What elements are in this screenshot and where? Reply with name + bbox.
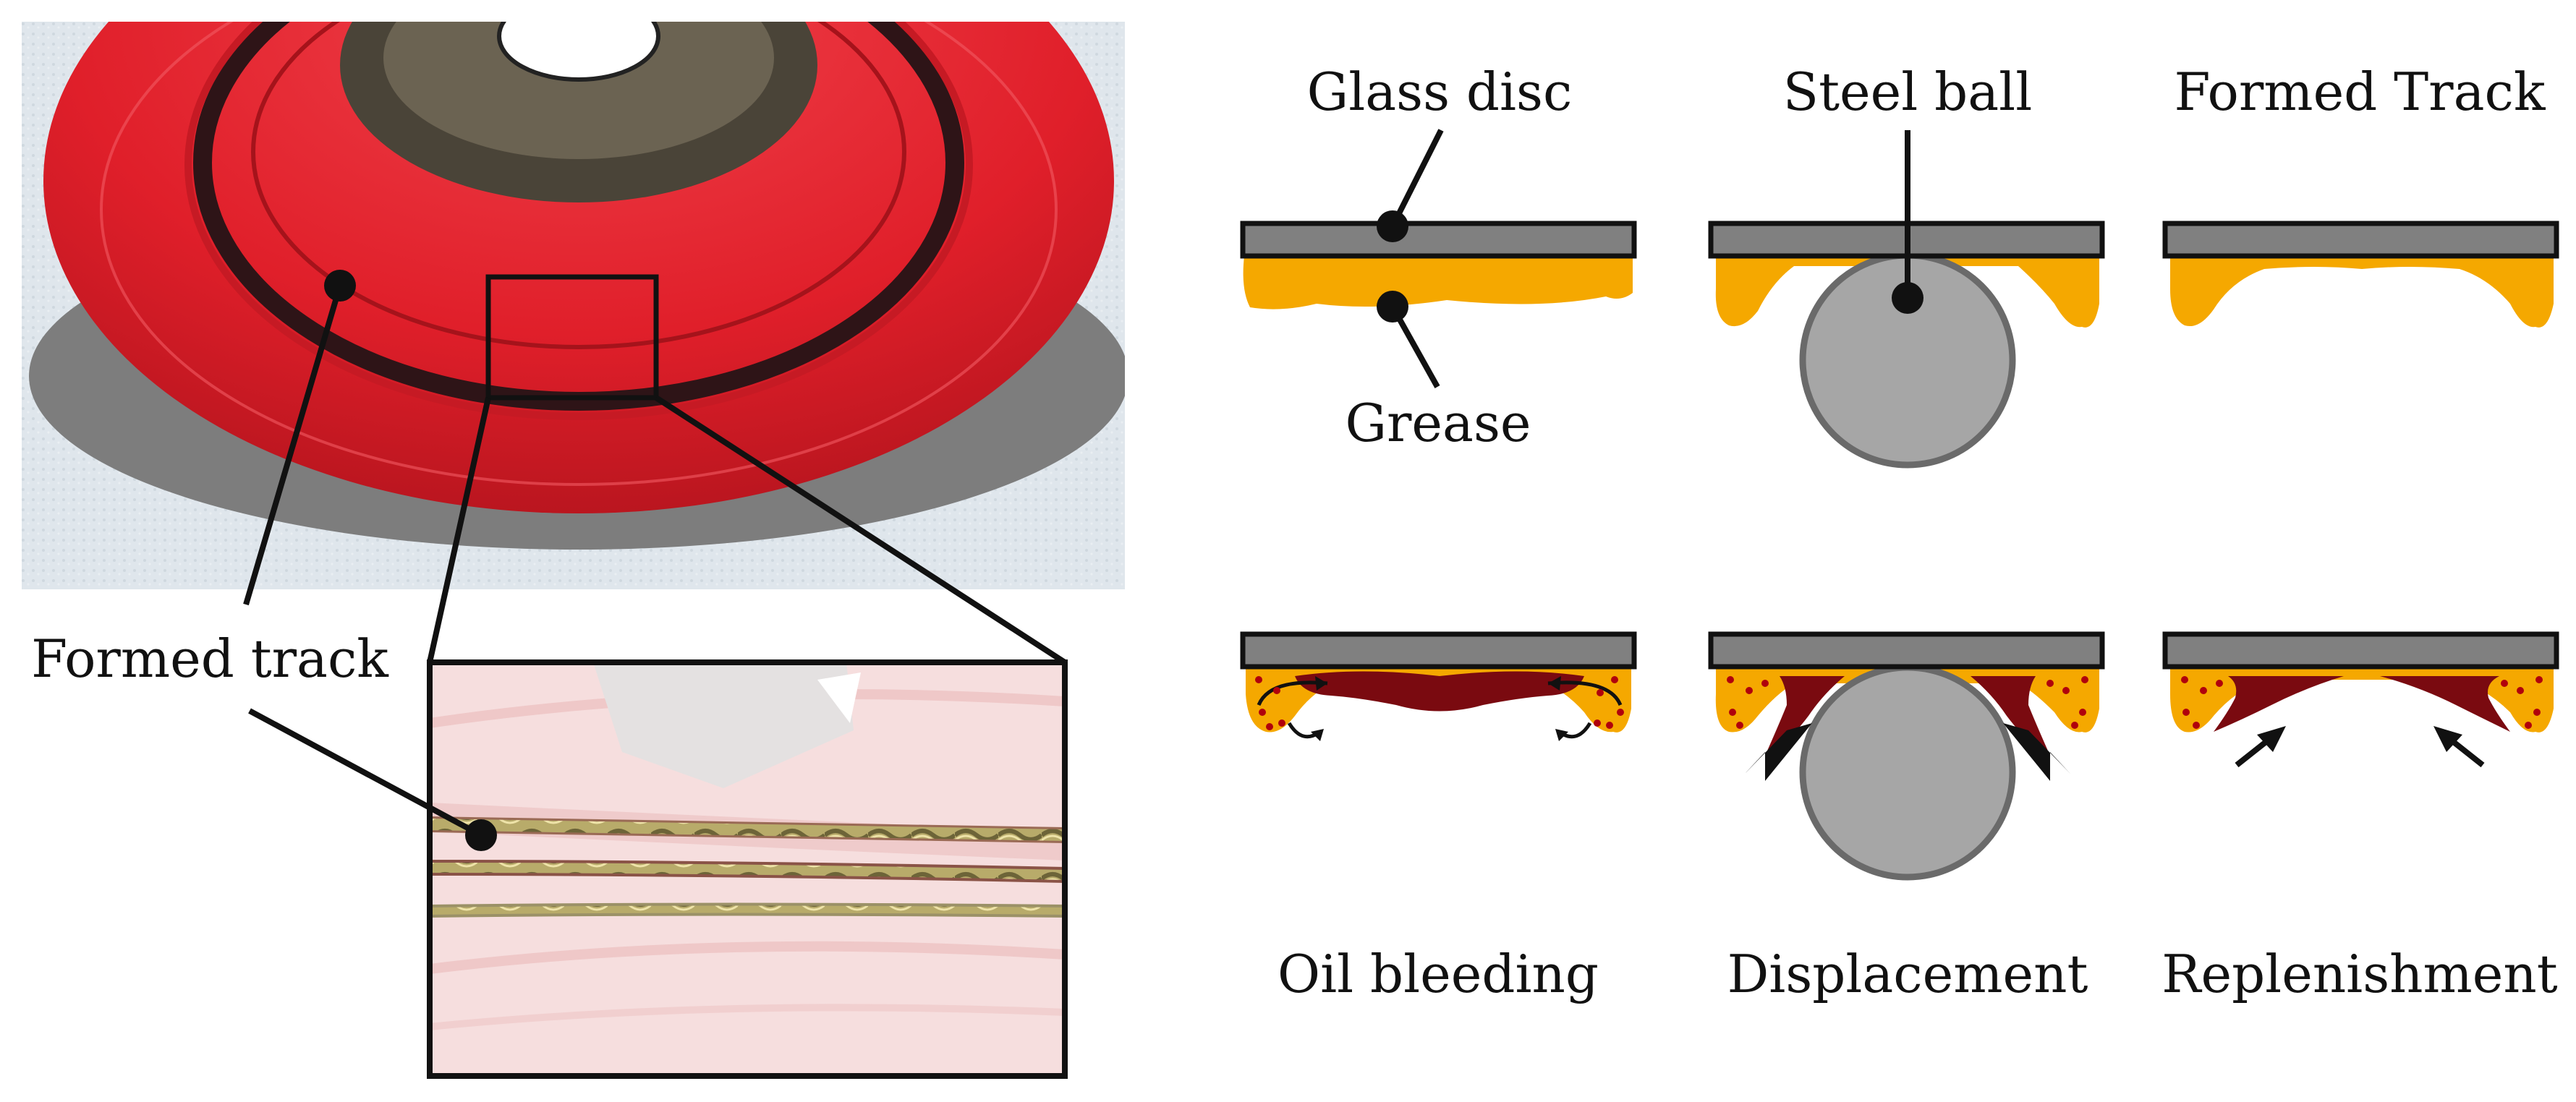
displacement-arrow-right [2003, 723, 2070, 781]
steel-ball-label: Steel ball [1783, 61, 2032, 122]
glass-disc-3 [2162, 221, 2559, 259]
zoom-inset-frame [427, 659, 1068, 1079]
panel-displacement: Displacement [1708, 631, 2105, 1004]
bleed-arrow-right-bottom-head [1555, 729, 1568, 741]
steel-ball-pointer-dot [1892, 282, 1924, 314]
bleed-arrow-right-top-head [1548, 676, 1561, 691]
panel-steel-ball: Steel ball [1708, 61, 2105, 469]
glass-disc [1240, 221, 1637, 259]
replenish-arrow-left-head [2257, 726, 2286, 752]
zoom-connector-left [427, 397, 491, 663]
oil-replenish-left [2214, 676, 2344, 732]
glass-disc-6 [2162, 631, 2559, 670]
grease-layer-displaced [1715, 256, 2099, 328]
zoom-connector-right [654, 395, 1067, 665]
callout-line-inset [248, 708, 483, 838]
formed-track-label: Formed track [31, 628, 389, 689]
replenishment-label: Replenishment [2161, 944, 2558, 1004]
disc-photo [22, 22, 1125, 589]
oil-dots-4 [1255, 676, 1624, 730]
grease-pointer-dot [1377, 291, 1408, 323]
glass-disc-pointer-dot [1377, 210, 1408, 242]
panel-formed-track: Formed Track [2162, 61, 2559, 328]
displacement-arrow-left [1745, 723, 1812, 781]
bleed-arrow-left-top [1257, 680, 1328, 706]
grease-body-replenish [2170, 667, 2554, 732]
grease-label: Grease [1345, 393, 1531, 453]
glass-disc-5 [1708, 631, 2105, 670]
grease-track-layer [2170, 256, 2554, 328]
callout-line-photo [243, 284, 343, 606]
oil-dots-5 [1727, 676, 2088, 729]
grease-layer [1243, 256, 1633, 309]
oil-replenish-right [2380, 676, 2510, 732]
zoom-region-box [485, 274, 659, 401]
callout-dot-inset [465, 819, 497, 851]
zoom-inset [430, 662, 1065, 1076]
steel-ball-2 [1799, 664, 2016, 881]
glass-disc-4 [1240, 631, 1637, 670]
panel-replenishment: Replenishment [2161, 631, 2559, 1004]
formed-track-heading: Formed Track [2175, 61, 2546, 122]
glass-disc-pointer [1390, 129, 1444, 228]
oil-dots-6 [2181, 676, 2543, 729]
callout-dot-photo [324, 270, 356, 302]
replenish-arrow-right-head [2433, 726, 2462, 752]
displacement-label: Displacement [1727, 944, 2088, 1004]
glass-disc-label: Glass disc [1307, 61, 1573, 122]
bleed-arrow-left-top-head [1315, 676, 1327, 691]
bleed-arrow-left-bottom-head [1311, 729, 1324, 741]
panel-glass-disc-grease: Glass disc Grease [1240, 61, 1637, 453]
oil-bleeding-label: Oil bleeding [1278, 944, 1599, 1004]
panel-oil-bleeding: Oil bleeding [1240, 631, 1637, 1004]
oil-film [1295, 671, 1584, 712]
bleed-arrow-right-top [1547, 680, 1623, 706]
